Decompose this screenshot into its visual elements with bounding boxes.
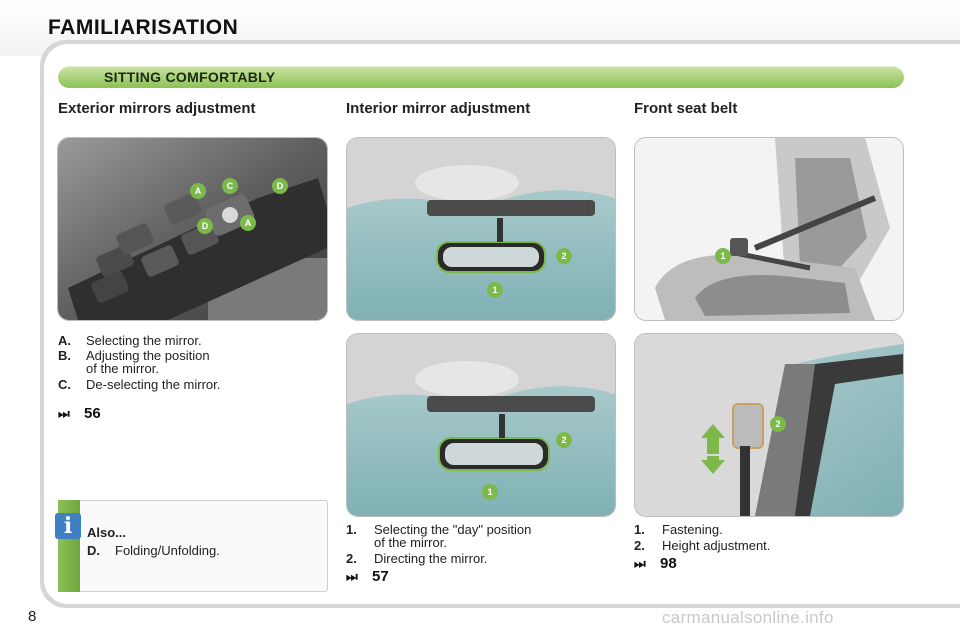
- callout-1-bottom: 1: [487, 487, 492, 497]
- item-text: De-selecting the mirror.: [86, 377, 221, 392]
- item-key: C.: [58, 377, 71, 392]
- label-d: D: [277, 181, 284, 191]
- section-bar: SITTING COMFORTABLY: [58, 66, 904, 88]
- page-number: 8: [28, 608, 37, 625]
- skip-forward-icon: ⏭: [346, 569, 358, 584]
- item-key: B.: [58, 348, 71, 363]
- section-title: SITTING COMFORTABLY: [104, 69, 276, 85]
- list-item: B. Adjusting the position of the mirror.: [58, 349, 308, 377]
- info-box: Also... D. Folding/Unfolding.: [58, 500, 328, 592]
- exterior-mirrors-title: Exterior mirrors adjustment: [58, 100, 256, 117]
- interior-mirror-title: Interior mirror adjustment: [346, 100, 531, 117]
- item-key: A.: [58, 333, 71, 348]
- mirror-control-photo: A C D D A: [57, 137, 328, 321]
- watermark: carmanualsonline.info: [662, 608, 834, 627]
- item-text: Fastening.: [662, 522, 723, 537]
- label-d-lower: D: [202, 221, 209, 231]
- list-item: A. Selecting the mirror.: [58, 334, 308, 348]
- page-reference[interactable]: ⏭ 57: [346, 568, 389, 585]
- callout-2-top: 2: [561, 251, 566, 261]
- page-title: FAMILIARISATION: [48, 16, 239, 39]
- skip-forward-icon: ⏭: [634, 556, 646, 571]
- pillar-callout-2: 2: [775, 419, 780, 429]
- reference-number: 98: [660, 555, 677, 572]
- item-text: Directing the mirror.: [374, 551, 488, 566]
- label-a-top: A: [195, 186, 202, 196]
- item-key: 1.: [634, 522, 645, 537]
- item-text: Adjusting the position: [86, 348, 210, 363]
- reference-number: 57: [372, 568, 389, 585]
- page-reference[interactable]: ⏭ 98: [634, 555, 677, 572]
- label-c: C: [227, 181, 234, 191]
- list-item: 2. Height adjustment.: [634, 539, 894, 553]
- reference-number: 56: [84, 405, 101, 422]
- callout-2-bottom: 2: [561, 435, 566, 445]
- list-item: 1. Fastening.: [634, 523, 894, 537]
- interior-mirror-photo-1: 2 1: [346, 137, 616, 321]
- list-item: 1. Selecting the "day" position of the m…: [346, 523, 606, 551]
- seat-callout-1: 1: [720, 251, 725, 261]
- seat-belt-photo: 1: [634, 137, 904, 321]
- seat-belt-title: Front seat belt: [634, 100, 738, 117]
- item-key: 2.: [346, 551, 357, 566]
- info-title: Also...: [87, 525, 127, 540]
- item-text: Selecting the "day" position: [374, 522, 532, 537]
- item-key: 1.: [346, 522, 357, 537]
- page-reference[interactable]: ⏭ 56: [58, 405, 101, 422]
- item-text-cont: of the mirror.: [374, 535, 447, 550]
- info-icon: i: [55, 513, 81, 539]
- list-item: C. De-selecting the mirror.: [58, 378, 308, 392]
- belt-height-photo: 2: [634, 333, 904, 517]
- info-text: Folding/Unfolding.: [115, 543, 220, 558]
- info-key: D.: [87, 543, 100, 558]
- callout-1-top: 1: [492, 285, 497, 295]
- list-item: 2. Directing the mirror.: [346, 552, 606, 566]
- item-key: 2.: [634, 538, 645, 553]
- item-text: Selecting the mirror.: [86, 333, 202, 348]
- label-a-lower: A: [245, 218, 252, 228]
- skip-forward-icon: ⏭: [58, 406, 70, 421]
- item-text-cont: of the mirror.: [86, 361, 159, 376]
- item-text: Height adjustment.: [662, 538, 771, 553]
- interior-mirror-photo-2: 2 1: [346, 333, 616, 517]
